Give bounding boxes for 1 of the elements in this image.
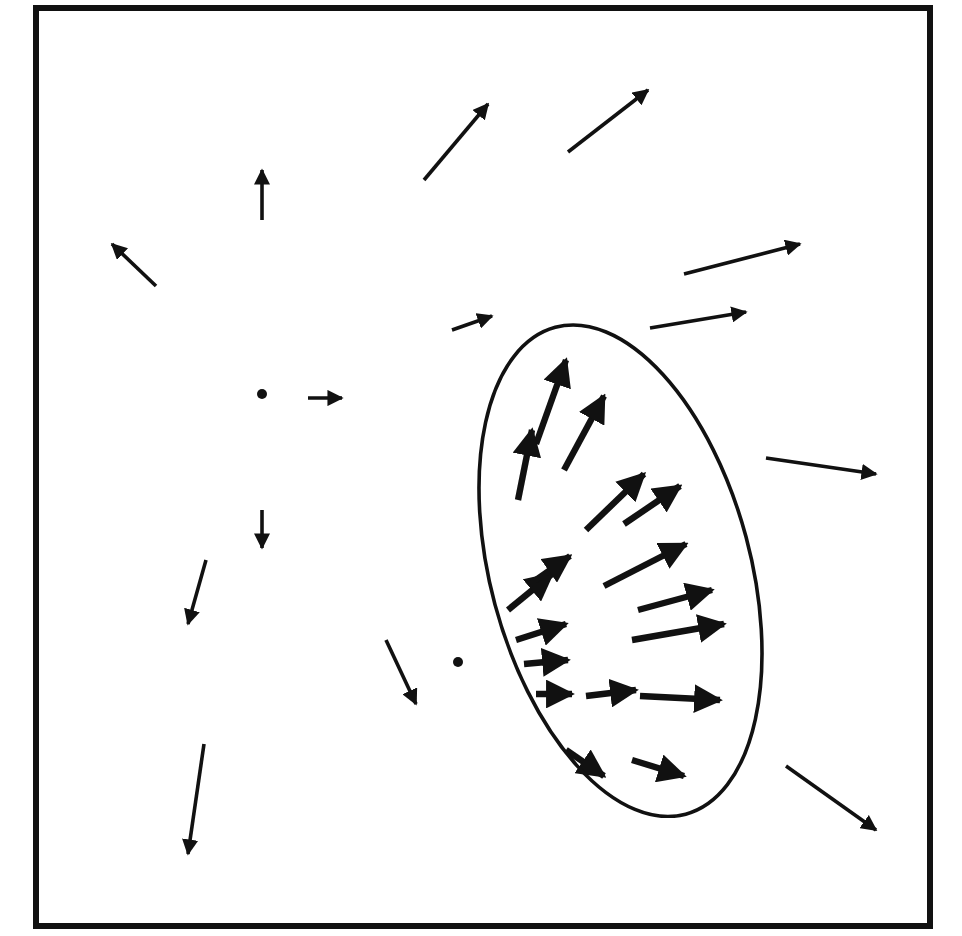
region-ellipse <box>475 321 765 819</box>
